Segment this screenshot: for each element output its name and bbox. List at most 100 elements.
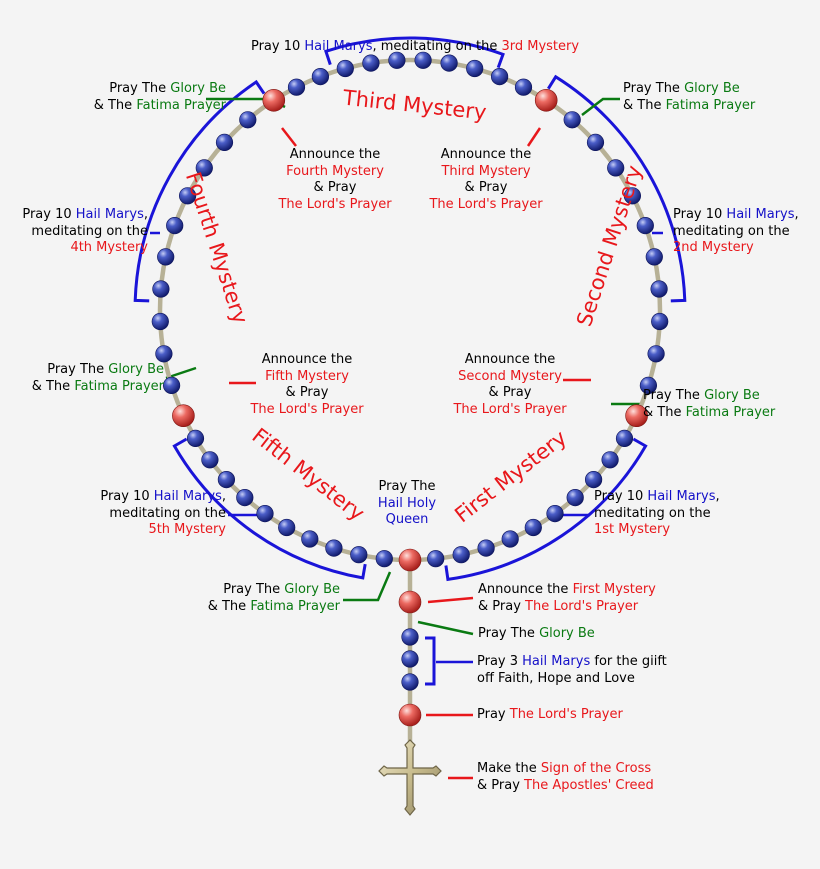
hail-mary-bead-42 [601, 451, 619, 469]
label-decade-fifth: Pray 10 Hail Marys, meditating on the 5t… [100, 489, 226, 537]
hail-mary-bead-19 [215, 133, 234, 151]
beads [151, 51, 669, 727]
hail-mary-bead-24 [362, 54, 380, 72]
label-announce-second: Announce the Second Mystery & Pray The L… [453, 352, 567, 417]
label-lords-prayer-stem: Pray The Lord's Prayer [477, 707, 623, 722]
label-decade-first: Pray 10 Hail Marys, meditating on the 1s… [594, 489, 720, 537]
label-glory-be-bottom-left: Pray The Glory Be & The Fatima Prayer [207, 582, 340, 614]
fourth-mystery-caption: Fourth Mystery [181, 169, 253, 327]
hail-mary-bead-50 [427, 550, 445, 568]
hail-mary-bead-36 [645, 248, 663, 266]
label-sign-of-cross: Make the Sign of the Cross & Pray The Ap… [477, 761, 654, 793]
bracket-third [324, 36, 505, 69]
hail-mary-bead-39 [647, 345, 665, 363]
hail-mary-bead-49 [452, 546, 470, 564]
hail-mary-bead-47 [501, 530, 519, 548]
label-announce-first: Announce the First Mystery & Pray The Lo… [478, 582, 656, 614]
stem-our-father-bead-2 [398, 703, 422, 727]
hail-mary-bead-14 [152, 280, 170, 298]
hail-mary-bead-37 [650, 280, 668, 298]
hail-mary-bead-11 [163, 376, 181, 395]
bracket-fourth [133, 79, 266, 303]
hail-mary-bead-18 [195, 159, 213, 177]
hail-mary-bead-10 [186, 429, 205, 448]
hail-mary-bead-25 [388, 51, 406, 69]
hail-mary-bead-21 [287, 78, 306, 96]
label-announce-fourth: Announce the Fourth Mystery & Pray The L… [278, 147, 392, 212]
stem-our-father-bead-1 [398, 590, 422, 614]
hail-mary-bead-28 [466, 59, 484, 78]
label-glory-be-stem: Pray The Glory Be [478, 626, 595, 641]
hail-mary-bead-4 [301, 530, 319, 548]
hail-mary-bead-38 [651, 312, 669, 331]
hail-mary-bead-1 [375, 550, 393, 568]
hail-mary-bead-45 [546, 504, 564, 523]
hail-mary-bead-40 [639, 376, 658, 395]
hail-mary-bead-6 [256, 504, 274, 523]
our-father-bead-3 [262, 89, 286, 112]
pointer-glory-top-right [581, 97, 620, 116]
hail-mary-bead-13 [151, 312, 169, 331]
hail-mary-bead-35 [636, 217, 654, 235]
pointer-lines [150, 97, 663, 780]
label-announce-fifth: Announce the Fifth Mystery & Pray The Lo… [250, 352, 364, 417]
pointer-glory-bottom-left [343, 571, 392, 602]
decade-brackets [133, 36, 687, 686]
hail-mary-bead-8 [217, 471, 235, 489]
pointer-announce-fourth [281, 127, 297, 147]
label-decade-second: Pray 10 Hail Marys, meditating on the 2n… [673, 207, 799, 255]
crucifix [378, 739, 442, 816]
hail-mary-bead-48 [477, 539, 495, 557]
pointer-announce-third [526, 127, 542, 147]
hail-mary-bead-23 [336, 59, 354, 78]
hail-mary-bead-20 [239, 111, 257, 129]
stem-hail-mary-bead-1 [401, 628, 419, 646]
hail-mary-bead-7 [236, 489, 254, 507]
label-glory-be-mid-right: Pray The Glory Be & The Fatima Prayer [643, 388, 776, 420]
hail-mary-bead-44 [566, 489, 584, 507]
second-mystery-caption: Second Mystery [572, 162, 647, 329]
stem-hail-mary-bead-3 [401, 673, 419, 691]
label-glory-be-top-left: Pray The Glory Be & The Fatima Prayer [93, 81, 226, 113]
stem-hail-mary-bead-2 [401, 650, 419, 668]
bracket-fifth [172, 437, 367, 580]
hail-mary-bead-22 [311, 67, 330, 86]
hail-mary-bead-30 [514, 78, 533, 96]
hail-mary-bead-46 [524, 518, 542, 537]
pointer-announce-first [427, 596, 474, 604]
our-father-bead-4 [534, 89, 558, 112]
our-father-bead-2 [172, 404, 195, 428]
hail-mary-bead-15 [157, 248, 175, 266]
hail-mary-bead-32 [586, 133, 605, 151]
label-hail-holy-queen: Pray The Hail Holy Queen [377, 479, 437, 527]
hail-mary-bead-29 [491, 67, 509, 86]
hail-mary-bead-5 [278, 518, 296, 537]
pointer-glory-stem [417, 620, 474, 636]
label-decade-fourth: Pray 10 Hail Marys, meditating on the 4t… [22, 207, 148, 255]
label-glory-be-top-right: Pray The Glory Be & The Fatima Prayer [623, 81, 756, 113]
third-mystery-caption: Third Mystery [341, 85, 488, 124]
hail-mary-bead-33 [607, 159, 625, 177]
hail-mary-bead-43 [584, 471, 603, 489]
label-top-decade: Pray 10 Hail Marys, meditating on the 3r… [250, 39, 580, 54]
hail-mary-bead-26 [414, 51, 432, 69]
hail-mary-bead-2 [350, 546, 368, 564]
hail-mary-bead-12 [155, 345, 173, 363]
hail-mary-bead-17 [179, 187, 197, 205]
hail-mary-bead-27 [440, 54, 458, 72]
hail-mary-bead-34 [623, 187, 642, 205]
label-announce-third: Announce the Third Mystery & Pray The Lo… [429, 147, 543, 212]
hail-mary-bead-3 [325, 539, 343, 557]
label-three-hail-marys: Pray 3 Hail Marys for the giift off Fait… [477, 654, 667, 686]
bracket-three-hail-marys [425, 636, 436, 686]
hail-mary-bead-31 [563, 111, 581, 129]
label-glory-be-mid-left: Pray The Glory Be & The Fatima Prayer [31, 362, 164, 394]
our-father-bead-5 [625, 404, 648, 428]
bracket-second [547, 74, 687, 303]
hail-mary-bead-9 [201, 451, 219, 469]
hail-mary-bead-41 [615, 429, 634, 448]
hail-mary-bead-16 [166, 217, 184, 235]
bracket-first [444, 437, 648, 582]
